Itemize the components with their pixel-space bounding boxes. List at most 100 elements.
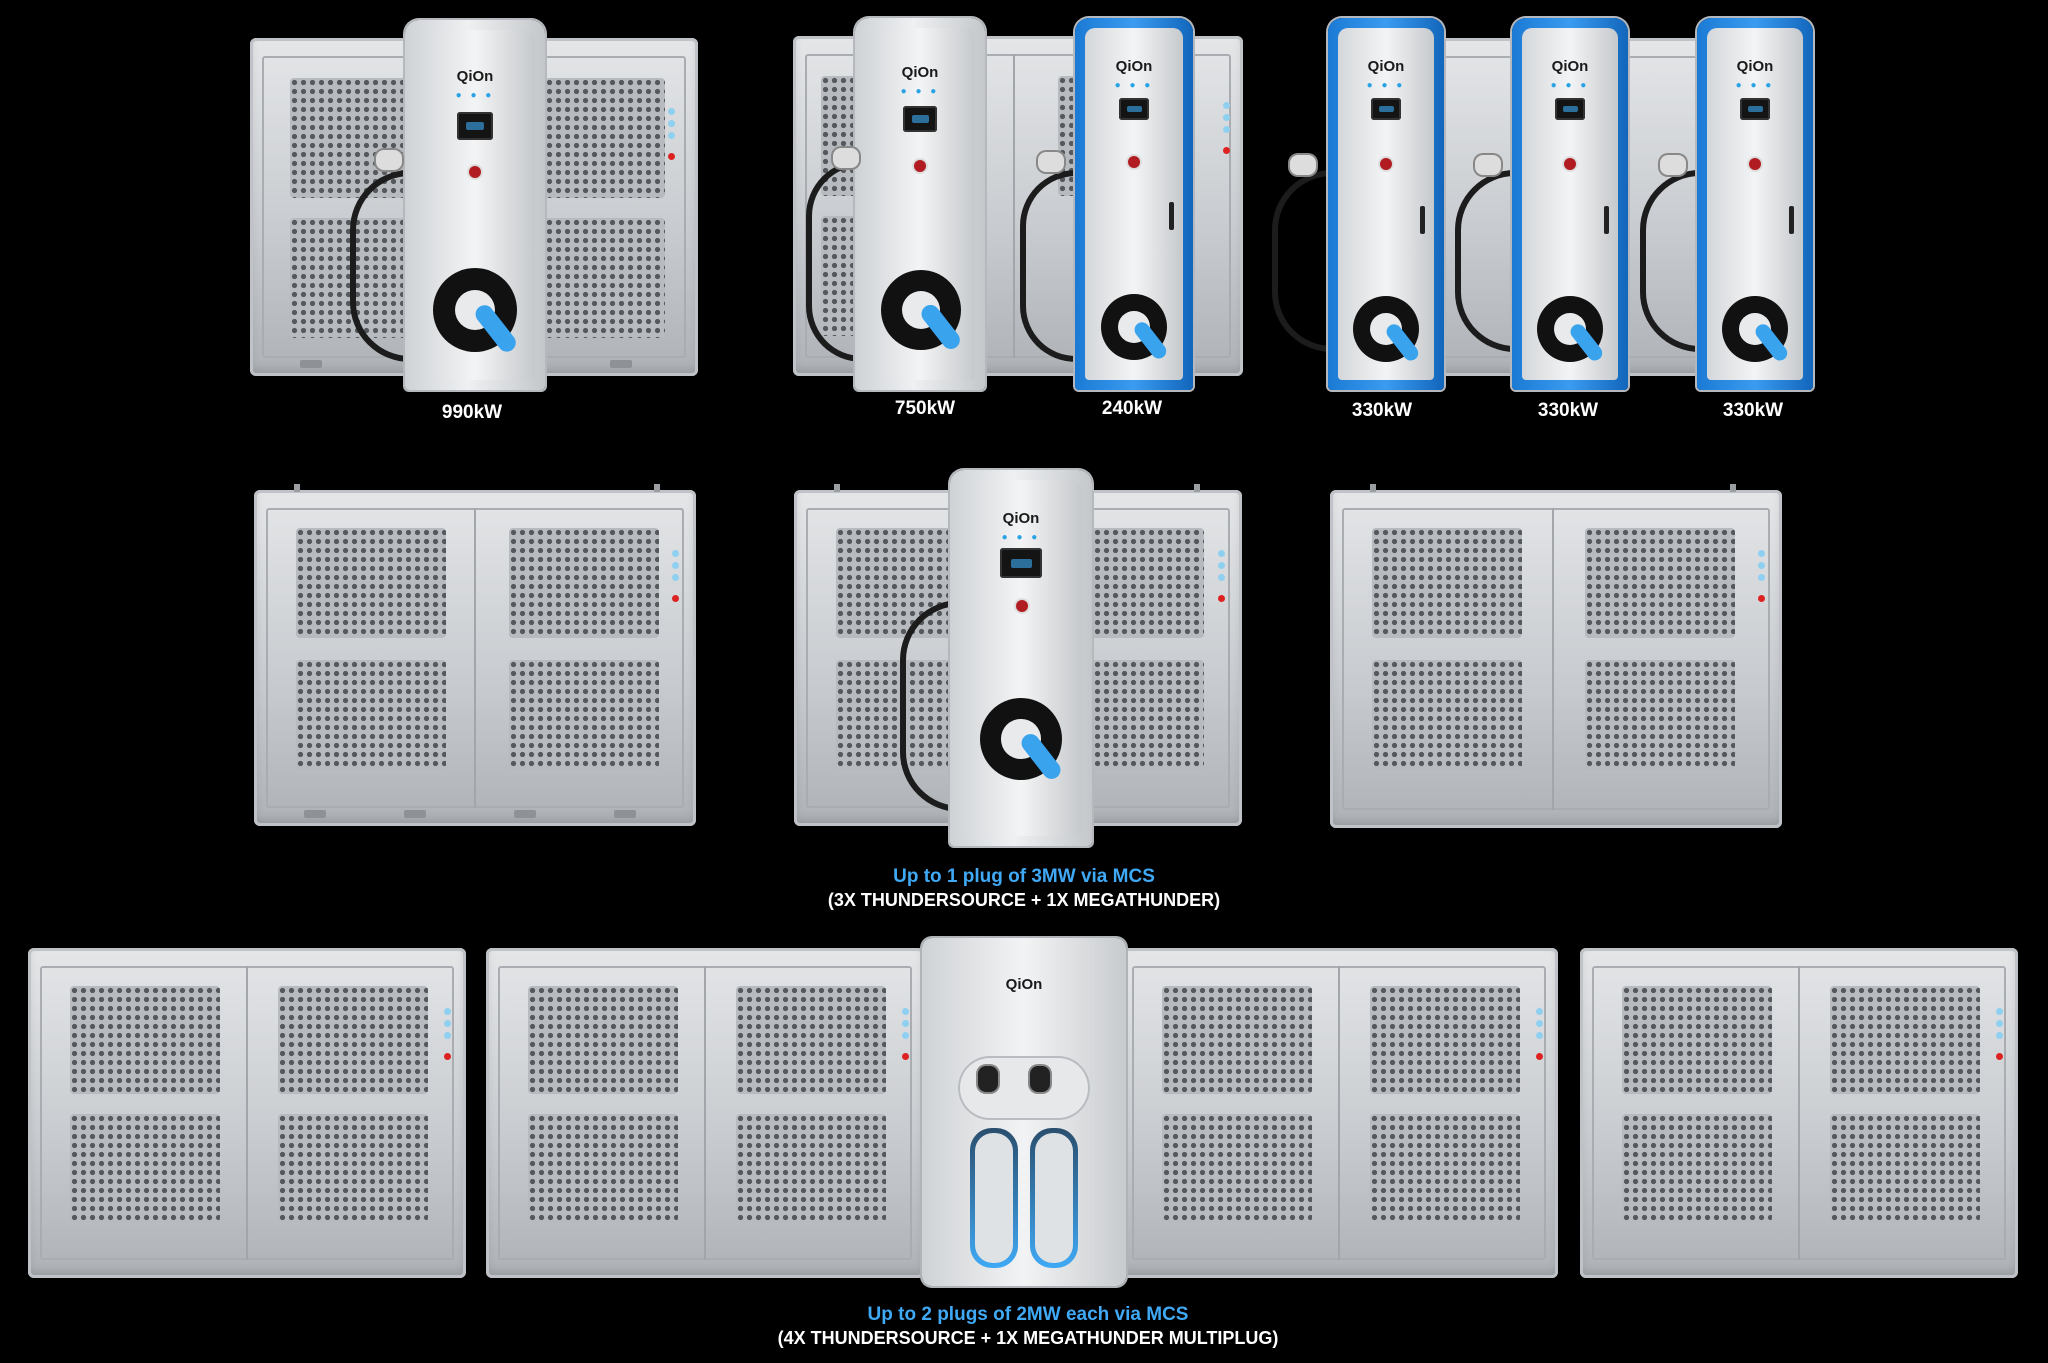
card-slot [1789, 206, 1794, 234]
q-brand-mark [1722, 296, 1788, 362]
power-label-240: 240kW [1101, 398, 1163, 419]
row3-caption-primary: Up to 2 plugs of 2MW each via MCS [867, 1304, 1189, 1325]
cabinet-grille [70, 986, 220, 1094]
q-brand-mark [433, 268, 517, 352]
card-slot [1169, 202, 1174, 230]
cabinet-grille [1084, 528, 1204, 638]
status-indicator-dots: ● ● ● [1001, 532, 1041, 543]
row2-caption-primary: Up to 1 plug of 3MW via MCS [893, 866, 1155, 887]
connector-holster [376, 150, 402, 170]
status-indicator-dots: ● ● ● [900, 86, 940, 97]
q-brand-mark [980, 698, 1062, 780]
emergency-stop-button[interactable] [1564, 158, 1576, 170]
power-label-330-1: 330kW [1351, 400, 1413, 421]
connector-holster [1475, 155, 1501, 175]
cabinet-grille [296, 528, 446, 638]
status-led-strip [444, 1008, 452, 1065]
status-led-strip [902, 1008, 910, 1065]
thundersource-cabinet [1580, 948, 2018, 1278]
cabinet-grille [528, 1114, 678, 1222]
cabinet-grille [1585, 660, 1735, 770]
qion-logo: QiOn [1115, 58, 1153, 75]
cabinet-grille [509, 528, 659, 638]
power-label-330-3: 330kW [1722, 400, 1784, 421]
cabinet-grille [1084, 660, 1204, 770]
emergency-stop-button[interactable] [1128, 156, 1140, 168]
connector-panel [958, 1056, 1090, 1120]
thundersource-cabinet [1120, 948, 1558, 1278]
qion-logo: QiOn [1551, 58, 1589, 75]
qion-logo: QiOn [901, 64, 939, 81]
cabinet-grille [1370, 986, 1520, 1094]
power-label-330-2: 330kW [1537, 400, 1599, 421]
q-brand-mark [1101, 294, 1167, 360]
charging-cable [1640, 170, 1701, 352]
dispenser-330kw-3: QiOn ● ● ● [1697, 18, 1813, 390]
cabinet-grille [1162, 1114, 1312, 1222]
cabinet-grille [1622, 986, 1772, 1094]
row2-caption-secondary: (3X THUNDERSOURCE + 1X MEGATHUNDER) [827, 890, 1221, 910]
connector-holster [1290, 155, 1316, 175]
charging-cable [1455, 170, 1516, 352]
card-slot [1420, 206, 1425, 234]
cabinet-grille [1372, 528, 1522, 638]
qion-logo: QiOn [1002, 510, 1040, 527]
cabinet-grille [278, 1114, 428, 1222]
cabinet-grille [70, 1114, 220, 1222]
dispenser-330kw-1: QiOn ● ● ● [1328, 18, 1444, 390]
qion-logo: QiOn [1736, 58, 1774, 75]
thundersource-cabinet [254, 484, 696, 826]
cabinet-grille [1370, 1114, 1520, 1222]
thundersource-cabinet [28, 948, 466, 1278]
emergency-stop-button[interactable] [914, 160, 926, 172]
q-brand-mark [881, 270, 961, 350]
power-label-990: 990kW [441, 402, 503, 423]
emergency-stop-button[interactable] [1380, 158, 1392, 170]
megathunder-dispenser: QiOn ● ● ● [950, 470, 1092, 846]
cabinet-grille [545, 78, 665, 198]
status-indicator-dots: ● ● ● [1735, 80, 1775, 91]
display-screen [1371, 98, 1401, 120]
cabinet-grille [1372, 660, 1522, 770]
cabinet-grille [278, 986, 428, 1094]
connector-holster [1660, 155, 1686, 175]
status-led-strip [1536, 1008, 1544, 1065]
emergency-stop-button[interactable] [1749, 158, 1761, 170]
display-screen [457, 112, 493, 140]
display-screen [1119, 98, 1149, 120]
cabinet-grille [1162, 986, 1312, 1094]
thundersource-cabinet [794, 484, 1242, 826]
power-label-750: 750kW [894, 398, 956, 419]
card-slot [1604, 206, 1609, 234]
status-indicator-dots: ● ● ● [1550, 80, 1590, 91]
dispenser-240kw: QiOn ● ● ● [1075, 18, 1193, 390]
status-led-strip [1218, 550, 1226, 607]
q-brand-mark [1353, 296, 1419, 362]
thundersource-cabinet [1330, 484, 1782, 828]
display-screen [903, 106, 937, 132]
charging-cable [806, 160, 862, 362]
cabinet-grille [836, 660, 956, 770]
cabinet-grille [528, 986, 678, 1094]
cabinet-grille [1830, 1114, 1980, 1222]
emergency-stop-button[interactable] [469, 166, 481, 178]
cabinet-grille [736, 986, 886, 1094]
mcs-connector-left[interactable] [978, 1066, 998, 1092]
megathunder-multiplug-dispenser: QiOn [922, 938, 1126, 1286]
status-led-strip [672, 550, 680, 607]
dispenser-330kw-2: QiOn ● ● ● [1512, 18, 1628, 390]
display-screen [1740, 98, 1770, 120]
mcs-connector-right[interactable] [1030, 1066, 1050, 1092]
dispenser-750kw: QiOn ● ● ● [855, 18, 985, 390]
qion-logo: QiOn [1005, 976, 1043, 993]
status-led-strip [1223, 102, 1231, 159]
cabinet-grille [1622, 1114, 1772, 1222]
qion-logo: QiOn [456, 68, 494, 85]
cabinet-grille [1830, 986, 1980, 1094]
connector-holster [1038, 152, 1064, 172]
charging-cable [1020, 170, 1076, 362]
cabinet-grille [545, 218, 665, 338]
cabinet-grille [1585, 528, 1735, 638]
status-led-strip [668, 108, 676, 165]
emergency-stop-button[interactable] [1016, 600, 1028, 612]
